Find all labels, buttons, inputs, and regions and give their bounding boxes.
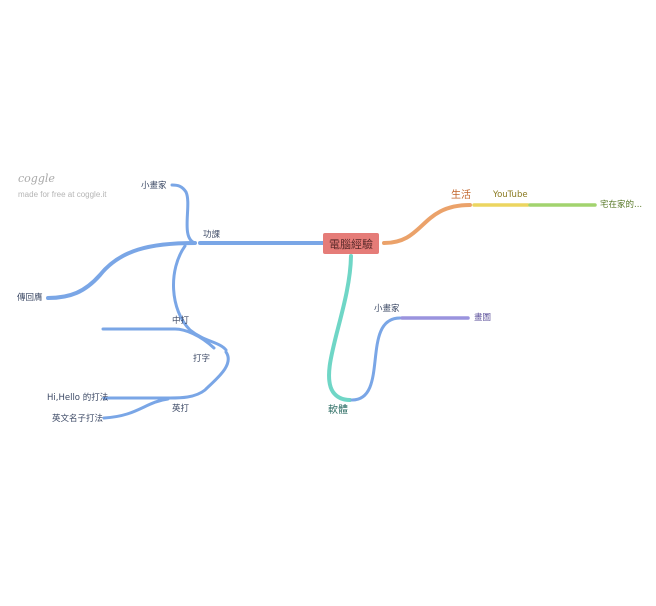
node-zhongda[interactable]: 中打 bbox=[172, 315, 190, 326]
branch-xiaohuajia-top[interactable] bbox=[170, 183, 197, 245]
node-zhaizai[interactable]: 宅在家的... bbox=[600, 199, 642, 210]
root-node[interactable]: 電腦經驗 bbox=[323, 233, 379, 254]
node-xiaohuajia-top[interactable]: 小畫家 bbox=[141, 180, 167, 191]
branch-ruanti[interactable] bbox=[327, 254, 353, 402]
branch-shenghuo[interactable] bbox=[382, 203, 472, 245]
node-huatu[interactable]: 畫圖 bbox=[474, 312, 491, 323]
branch-yingda[interactable] bbox=[168, 350, 230, 400]
branch-dazi[interactable] bbox=[172, 244, 228, 352]
node-hihello[interactable]: Hi,Hello 的打法 bbox=[47, 392, 108, 403]
coggle-tagline: made for free at coggle.it bbox=[18, 190, 107, 199]
node-ruanti[interactable]: 軟體 bbox=[328, 403, 348, 416]
node-yingwen[interactable]: 英文名子打法 bbox=[52, 413, 103, 424]
node-chuanhuiyi[interactable]: 傳回膺 bbox=[17, 292, 43, 303]
branch-yingwen[interactable] bbox=[102, 397, 170, 420]
root-label: 電腦經驗 bbox=[329, 237, 373, 251]
node-xiaohuajia-bottom[interactable]: 小畫家 bbox=[374, 303, 400, 314]
coggle-logo: coggle bbox=[18, 172, 55, 185]
branch-xiaohuajia-bottom[interactable] bbox=[350, 316, 402, 402]
node-gongke[interactable]: 功課 bbox=[203, 229, 221, 240]
node-youtube[interactable]: YouTube bbox=[492, 190, 528, 200]
branch-zhongda[interactable] bbox=[101, 327, 216, 350]
node-yingda[interactable]: 英打 bbox=[172, 403, 190, 414]
branch-chuanhuiyi[interactable] bbox=[46, 241, 197, 300]
node-shenghuo[interactable]: 生活 bbox=[451, 188, 471, 201]
node-dazi[interactable]: 打字 bbox=[193, 353, 210, 364]
